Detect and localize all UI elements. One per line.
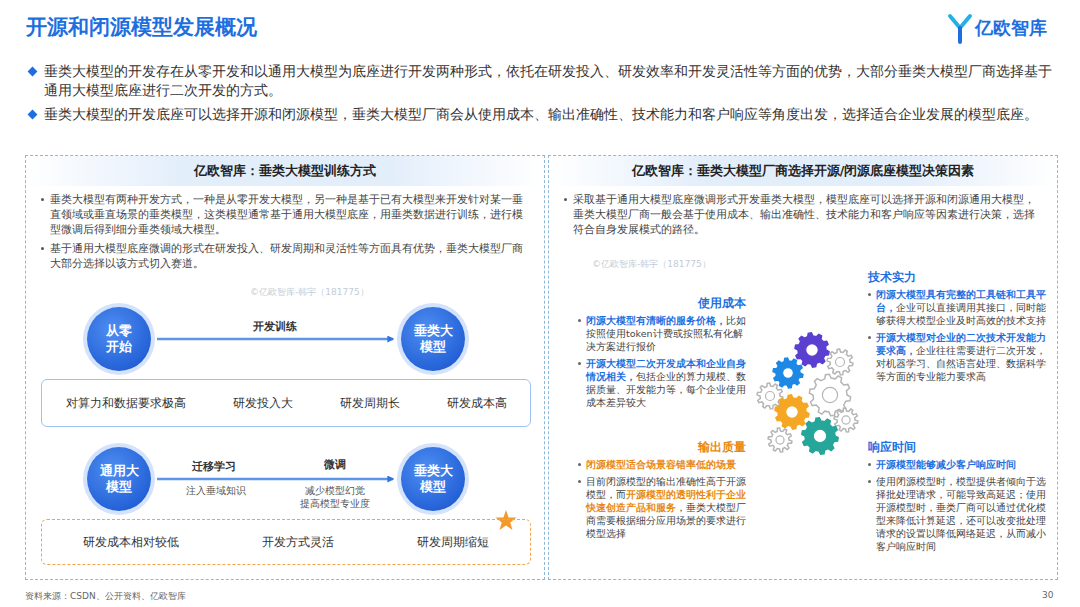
text-column: 响应时间开源模型能够减少客户响应时间使用闭源模型时，模型提供者倾向于选择批处理请…	[868, 440, 1050, 557]
gear-hole	[806, 344, 819, 357]
gear-hole	[813, 429, 827, 443]
flow-arrow	[157, 338, 393, 341]
gear	[795, 333, 829, 367]
gear	[768, 428, 792, 452]
gear	[775, 395, 809, 429]
body-text: 使用闭源模型时，模型提供者倾向于选择批处理请求，可能导致高延迟；使用开源模型时，…	[876, 476, 1046, 552]
factor-item: 目前闭源模型的输出准确性高于开源模型，而开源模型的透明性利于企业快速创造产品和服…	[578, 475, 746, 540]
circle-label: 通用大模型	[99, 463, 139, 495]
flow-arrow	[157, 478, 393, 481]
band-item: 研发周期长	[340, 396, 400, 411]
logo-text: 亿欧智库	[975, 16, 1047, 40]
gear-hole	[842, 416, 850, 424]
highlight-text: 闭源模型适合场景容错率低的场景	[586, 459, 736, 470]
gear	[773, 358, 803, 388]
band-item: 研发投入大	[233, 396, 293, 411]
factor-item: 开源模型能够减少客户响应时间	[868, 458, 1050, 471]
text-column: 输出质量闭源模型适合场景容错率低的场景目前闭源模型的输出准确性高于开源模型，而开…	[578, 440, 746, 544]
edge-label: 迁移学习	[192, 460, 236, 474]
factor-item: 闭源模型适合场景容错率低的场景	[578, 458, 746, 471]
factor-item: 开源大模型对企业的二次技术开发能力要求高，企业往往需要进行二次开发，对机器学习、…	[868, 331, 1050, 383]
body-text: 企业可以直接调用其接口，同时能够获得大模型企业及时高效的技术支持	[876, 302, 1046, 326]
intro-bullet: 垂类大模型的开发存在从零开发和以通用大模型为底座进行开发两种形式，依托在研发投入…	[44, 62, 1060, 100]
band-item: 对算力和数据要求极高	[66, 396, 186, 411]
process-circle: 垂类大模型	[401, 307, 465, 371]
logo-icon	[950, 16, 970, 42]
gear-hole	[783, 368, 794, 379]
body-text: 输出质量	[698, 440, 746, 454]
gear-hole	[776, 436, 784, 444]
gear-body	[757, 383, 783, 409]
gear-body	[768, 428, 792, 452]
body-text: 使用成本	[698, 296, 746, 310]
slide-title: 开源和闭源模型发展概况	[26, 13, 257, 41]
panel-bullet: 基于通用大模型底座微调的形式在研发投入、研发周期和灵活性等方面具有优势，垂类大模…	[50, 241, 530, 271]
text-column: 技术实力闭源大模型具有完整的工具链和工具平台，企业可以直接调用其接口，同时能够获…	[868, 270, 1050, 387]
edge-label: 开发训练	[253, 320, 297, 334]
gear	[757, 383, 783, 409]
text-column: 使用成本闭源大模型有清晰的服务价格，比如按照使用token计费或按照私有化解决方…	[578, 296, 746, 413]
body-text: 技术实力	[868, 270, 916, 284]
feature-band: 研发成本相对较低 开发方式灵活 研发周期缩短	[41, 519, 531, 565]
gear-body	[802, 418, 838, 455]
body-text: 垂类大模型的开发存在从零开发和以通用大模型为底座进行开发两种形式，依托在研发投入…	[44, 63, 1052, 98]
gear	[802, 418, 838, 455]
factor-item: 开源大模型二次开发成本和企业自身情况相关，包括企业的算力规模、数据质量、开发能力…	[578, 357, 746, 409]
gear-illustration	[757, 333, 858, 454]
gear-body	[795, 333, 829, 367]
gear	[834, 408, 858, 432]
gear-body	[834, 408, 858, 432]
panel-box: 亿欧智库：垂类大模型训练方式垂类大模型有两种开发方式，一种是从零开发大模型，另一…	[25, 155, 545, 580]
section-heading: 输出质量	[578, 440, 746, 455]
intro-bullet: 垂类大模型的开发底座可以选择开源和闭源模型，垂类大模型厂商会从使用成本、输出准确…	[44, 105, 1060, 124]
highlight-text: 开源模型能够减少客户响应时间	[876, 459, 1016, 470]
process-circle: 垂类大模型	[401, 447, 465, 511]
section-heading: 技术实力	[868, 270, 1050, 285]
watermark: ©亿欧智库-韩宇（181775）	[592, 258, 711, 271]
gear-body	[773, 358, 803, 388]
circle-label: 垂类大模型	[413, 323, 453, 355]
band-item: 研发周期缩短	[417, 535, 489, 550]
panel-bullet: 垂类大模型有两种开发方式，一种是从零开发大模型，另一种是基于已有大模型来开发针对…	[50, 192, 530, 237]
text-column: 垂类大模型的开发存在从零开发和以通用大模型为底座进行开发两种形式，依托在研发投入…	[44, 62, 1060, 129]
gear-hole	[836, 358, 845, 367]
band-item: 研发成本相对较低	[83, 535, 179, 550]
source-note: 资料来源：CSDN、公开资料、亿欧智库	[25, 590, 186, 603]
panel-heading: 亿欧智库：垂类大模型厂商选择开源/闭源底座模型决策因素	[549, 156, 1057, 186]
panel-bullet: 采取基于通用大模型底座微调形式开发垂类大模型，模型底座可以选择开源和闭源通用大模…	[573, 192, 1043, 237]
process-circle: 从零开始	[87, 307, 151, 371]
page-number: 30	[1042, 590, 1053, 600]
gear	[827, 349, 853, 375]
factor-item: 闭源大模型具有完整的工具链和工具平台，企业可以直接调用其接口，同时能够获得大模型…	[868, 288, 1050, 327]
circle-label: 从零开始	[105, 323, 133, 355]
factor-item: 使用闭源模型时，模型提供者倾向于选择批处理请求，可能导致高延迟；使用开源模型时，…	[868, 475, 1050, 553]
gear-body	[827, 349, 853, 375]
body-text: 垂类大模型的开发底座可以选择开源和闭源模型，垂类大模型厂商会从使用成本、输出准确…	[44, 106, 1038, 122]
step-note: 注入垂域知识	[180, 484, 252, 497]
gear-hole	[766, 392, 775, 401]
step-name: 微调	[315, 458, 355, 471]
step-note: 减少模型幻觉 提高模型专业度	[299, 484, 371, 510]
process-circle: 通用大模型	[87, 447, 151, 511]
gear-hole	[822, 387, 837, 402]
band-item: 开发方式灵活	[262, 535, 334, 550]
band-item: 研发成本高	[447, 396, 507, 411]
panel-heading: 亿欧智库：垂类大模型训练方式	[26, 156, 544, 186]
section-heading: 响应时间	[868, 440, 1050, 455]
section-heading: 使用成本	[578, 296, 746, 311]
highlight-text: 闭源大模型有清晰的服务价格，	[586, 315, 726, 326]
circle-label: 垂类大模型	[413, 463, 453, 495]
gear-body	[775, 395, 809, 429]
factor-item: 闭源大模型有清晰的服务价格，比如按照使用token计费或按照私有化解决方案进行报…	[578, 314, 746, 353]
gear-hole	[786, 406, 799, 419]
feature-band: 对算力和数据要求极高 研发投入大 研发周期长 研发成本高	[41, 379, 531, 427]
logo-stroke	[958, 28, 962, 42]
watermark: ©亿欧智库-韩宇（181775）	[250, 286, 369, 299]
body-text: 响应时间	[868, 440, 916, 454]
